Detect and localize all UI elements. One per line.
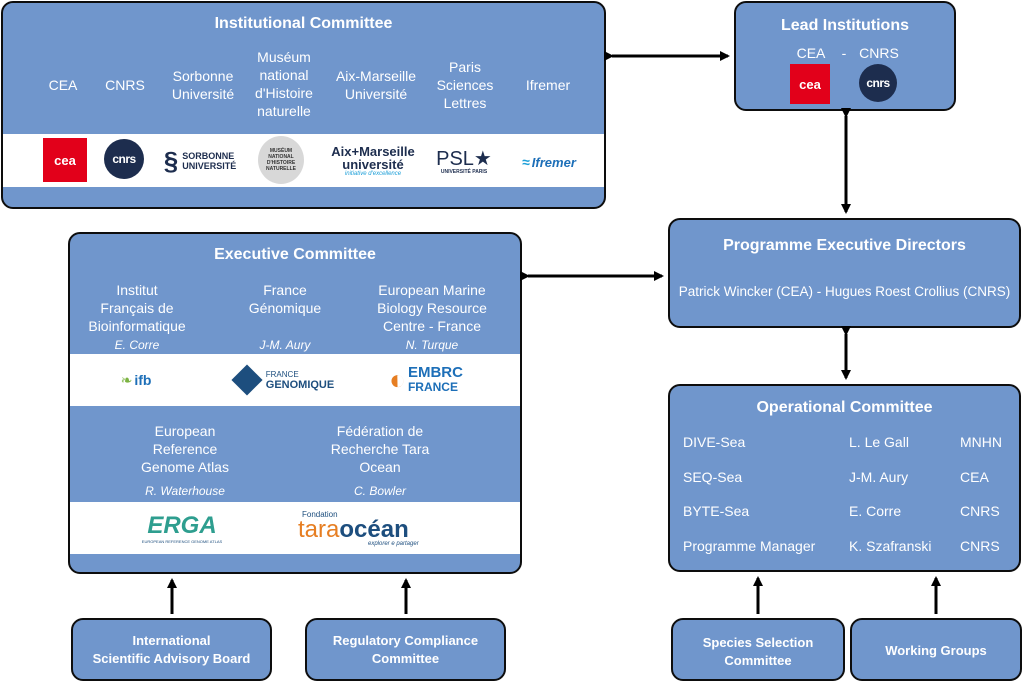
regulatory-compliance-box: Regulatory Compliance Committee xyxy=(305,618,506,681)
op-person-1: J-M. Aury xyxy=(849,469,909,485)
op-person-2: E. Corre xyxy=(849,503,902,519)
member-mnhn: Muséum national d'Histoire naturelle xyxy=(255,49,313,119)
isab-label: International Scientific Advisory Board xyxy=(92,633,251,666)
executive-committee-title: Executive Committee xyxy=(214,246,376,263)
ifremer-logo-text: Ifremer xyxy=(531,154,576,170)
psl-logo-tagline: UNIVERSITÉ PARIS xyxy=(440,169,488,175)
erga-logo-tagline: EUROPEAN REFERENCE GENOME ATLAS xyxy=(141,538,223,544)
member-psl: Paris Sciences Lettres xyxy=(436,59,494,111)
tara-word: tara xyxy=(298,515,340,543)
member-sorbonne: Sorbonne Université xyxy=(171,68,235,102)
psl-logo-text: PSL★ xyxy=(436,148,492,170)
exec-erga-name: European Reference Genome Atlas xyxy=(141,423,229,475)
embrc-swirl-icon: ◐ xyxy=(389,364,406,395)
exec-erga-person: R. Waterhouse xyxy=(145,484,225,498)
exec-logo-band-2: ERGA EUROPEAN REFERENCE GENOME ATLAS Fon… xyxy=(70,502,520,554)
exec-tara-person: C. Bowler xyxy=(353,484,406,498)
erga-logo-text: ERGA xyxy=(147,511,217,539)
sorbonne-logo-text: SORBONNE UNIVERSITÉ xyxy=(182,151,237,171)
institutional-committee-box: Institutional Committee CEA CNRS Sorbonn… xyxy=(1,1,606,209)
member-ifremer: Ifremer xyxy=(525,77,571,93)
institutional-logo-band: cea cnrs § SORBONNE UNIVERSITÉ MUSÉUM NA… xyxy=(3,134,604,187)
exec-embrc-name: European Marine Biology Resource Centre … xyxy=(377,282,487,334)
op-org-2: CNRS xyxy=(960,503,1000,519)
embrc-logo-text: EMBRC FRANCE xyxy=(408,365,463,395)
lead-cea-logo: cea xyxy=(790,64,830,104)
exec-fg-person: J-M. Aury xyxy=(259,338,311,352)
tara-ocean-logo: Fondation tara océan explorer e partager xyxy=(298,506,458,550)
ocean-word: océan xyxy=(339,515,409,543)
directors-names: Patrick Wincker (CEA) - Hugues Roest Cro… xyxy=(678,284,1011,299)
lead-institutions-box: Lead Institutions CEA - CNRS cea cnrs xyxy=(734,1,956,111)
exec-tara-name: Fédération de Recherche Tara Ocean xyxy=(330,423,430,475)
embrc-logo: ◐ EMBRC FRANCE xyxy=(374,360,478,400)
ifb-logo-text: ifb xyxy=(134,372,152,388)
psl-logo: PSL★ UNIVERSITÉ PARIS xyxy=(431,144,497,180)
cea-logo: cea xyxy=(43,138,87,182)
isab-box: International Scientific Advisory Board xyxy=(71,618,272,681)
erga-logo: ERGA EUROPEAN REFERENCE GENOME ATLAS xyxy=(132,508,232,548)
op-org-0: MNHN xyxy=(960,434,1002,450)
exec-ifb-name: Institut Français de Bioinformatique xyxy=(88,282,186,334)
tara-fondation-text: Fondation xyxy=(302,509,338,519)
amu-logo-tagline: initiative d'excellence xyxy=(344,171,402,177)
lead-separator: - xyxy=(841,45,847,61)
programme-executive-directors-box: Programme Executive Directors Patrick Wi… xyxy=(668,218,1021,328)
op-role-0: DIVE-Sea xyxy=(683,434,746,450)
op-role-3: Programme Manager xyxy=(683,538,816,554)
operational-committee-title: Operational Committee xyxy=(756,399,933,416)
institutional-committee-title: Institutional Committee xyxy=(214,15,393,32)
exec-embrc-person: N. Turque xyxy=(405,338,459,352)
tara-ocean-tagline: explorer e partager xyxy=(368,540,419,547)
ifremer-logo: ≈ Ifremer xyxy=(509,148,589,176)
member-cnrs: CNRS xyxy=(105,77,145,93)
sorbonne-logo: § SORBONNE UNIVERSITÉ xyxy=(157,146,243,176)
exec-logo-band-1: ❧ ifb FRANCE GENOMIQUE ◐ EMBRC FRANCE xyxy=(70,354,520,406)
amu-logo: Aix+Marseille université initiative d'ex… xyxy=(321,140,425,182)
exec-fg-name: France Génomique xyxy=(248,282,322,316)
lead-cnrs-label: CNRS xyxy=(859,45,899,61)
tara-ocean-wordmark: tara océan xyxy=(298,515,409,543)
france-genomique-logo-text: FRANCE GENOMIQUE xyxy=(266,369,334,391)
member-amu: Aix-Marseille Université xyxy=(335,68,417,102)
embrc-top: EMBRC xyxy=(407,364,463,381)
working-groups-label: Working Groups xyxy=(885,643,987,658)
directors-title: Programme Executive Directors xyxy=(723,237,966,254)
lead-cea-label: CEA xyxy=(796,45,826,61)
op-org-3: CNRS xyxy=(960,538,1000,554)
op-org-1: CEA xyxy=(960,469,989,485)
executive-committee-box: Executive Committee Institut Français de… xyxy=(68,232,522,574)
embrc-bottom: FRANCE xyxy=(407,380,458,394)
op-role-1: SEQ-Sea xyxy=(683,469,743,485)
exec-ifb-person: E. Corre xyxy=(114,338,160,352)
op-person-3: K. Szafranski xyxy=(849,538,932,554)
op-person-0: L. Le Gall xyxy=(849,434,909,450)
france-genomique-top: FRANCE xyxy=(265,370,299,379)
ifb-logo: ❧ ifb xyxy=(106,364,166,396)
species-selection-label: Species Selection Committee xyxy=(702,635,814,668)
ifremer-wave-icon: ≈ xyxy=(522,154,530,170)
mnhn-logo-text: MUSÉUM NATIONAL D'HISTOIRE NATURELLE xyxy=(266,148,296,172)
working-groups-box: Working Groups xyxy=(850,618,1022,681)
sorbonne-s-icon: § xyxy=(163,145,179,176)
cnrs-logo: cnrs xyxy=(104,139,144,179)
regulatory-compliance-label: Regulatory Compliance Committee xyxy=(332,633,479,666)
species-selection-box: Species Selection Committee xyxy=(671,618,845,681)
france-genomique-logo: FRANCE GENOMIQUE xyxy=(230,362,340,398)
amu-logo-text: Aix+Marseille université xyxy=(331,144,415,172)
france-genomique-bottom: GENOMIQUE xyxy=(265,379,335,391)
mnhn-logo: MUSÉUM NATIONAL D'HISTOIRE NATURELLE xyxy=(258,136,304,184)
lead-cnrs-logo: cnrs xyxy=(859,64,897,102)
op-role-2: BYTE-Sea xyxy=(683,503,750,519)
ifb-leaf-icon: ❧ xyxy=(120,371,133,388)
operational-committee-box: Operational Committee DIVE-Sea L. Le Gal… xyxy=(668,384,1021,572)
lead-institutions-title: Lead Institutions xyxy=(781,17,909,34)
member-cea: CEA xyxy=(48,77,78,93)
